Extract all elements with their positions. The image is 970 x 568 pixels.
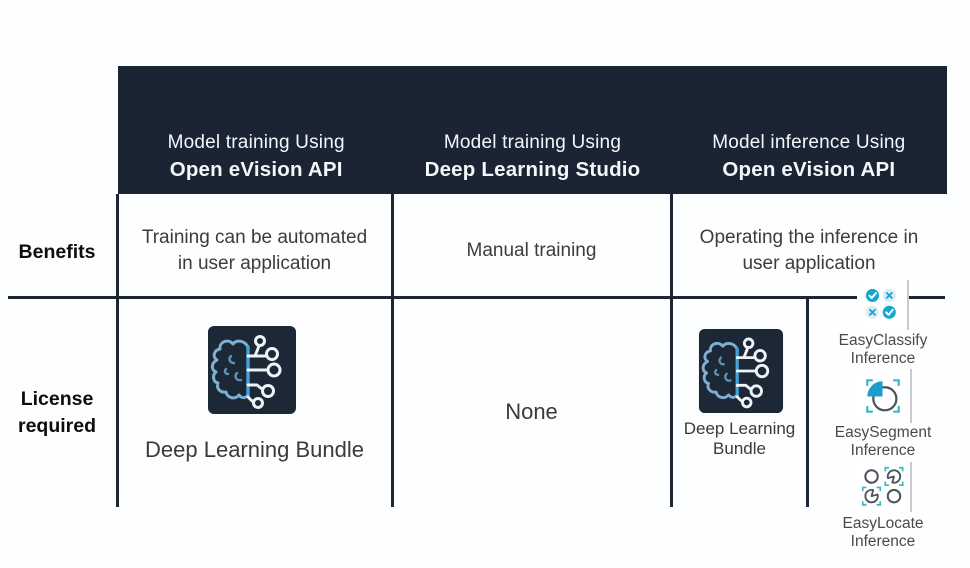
label-line: Deep Learning	[683, 419, 796, 438]
divider-vertical-col3-sub	[806, 299, 809, 507]
header-col-training-api: Model training Using Open eVision API	[118, 66, 394, 194]
deep-learning-bundle-icon-small	[698, 328, 784, 414]
license-label-none: None	[505, 399, 558, 424]
label-line: EasyLocate	[842, 515, 924, 532]
easylocate-icon	[856, 462, 912, 512]
label-line: Inference	[850, 533, 916, 550]
divider-vertical-col1-col2	[391, 194, 394, 507]
label-line: Inference	[850, 442, 916, 459]
benefit-text-line: user application	[742, 253, 876, 274]
header-text-bold: Open eVision API	[722, 158, 896, 181]
deep-learning-bundle-icon	[207, 325, 297, 415]
license-label-easysegment: EasySegment Inference	[808, 424, 958, 460]
header-col-training-studio: Model training Using Deep Learning Studi…	[394, 66, 670, 194]
benefit-text-line: Training can be automated	[141, 227, 368, 248]
label-line: EasySegment	[834, 424, 932, 441]
divider-vertical-left	[116, 194, 119, 507]
table-header-bar: Model training Using Open eVision API Mo…	[118, 66, 947, 194]
benefit-text-line: Operating the inference in	[699, 227, 919, 248]
license-label-easyclassify: EasyClassify Inference	[808, 332, 958, 368]
license-label-easylocate: EasyLocate Inference	[808, 515, 958, 551]
label-line: Bundle	[713, 438, 766, 458]
easysegment-icon	[856, 369, 912, 423]
row-label-line: License	[20, 388, 94, 410]
row-label-line: required	[17, 415, 97, 437]
benefit-cell-inference-api: Operating the inference in user applicat…	[673, 220, 945, 282]
easyclassify-icon	[857, 280, 909, 330]
benefit-text-line: Manual training	[466, 240, 597, 261]
divider-vertical-col2-col3	[670, 194, 673, 507]
header-text: Model training Using	[167, 132, 345, 153]
divider-horizontal-rows	[8, 296, 945, 299]
label-line: EasyClassify	[838, 332, 928, 349]
row-label-benefits: Benefits	[18, 241, 96, 263]
benefit-cell-training-studio: Manual training	[394, 220, 669, 282]
header-col-inference-api: Model inference Using Open eVision API	[671, 66, 947, 194]
header-text-bold: Open eVision API	[169, 158, 343, 181]
header-text-bold: Deep Learning Studio	[424, 158, 641, 181]
license-label-deep-learning-bundle-small: Deep Learning Bundle	[674, 419, 805, 458]
row-label-license-required: License required	[0, 386, 114, 440]
header-text: Model training Using	[443, 132, 622, 153]
label-line: Inference	[850, 350, 916, 367]
benefit-cell-training-api: Training can be automated in user applic…	[119, 220, 390, 282]
license-label-deep-learning-bundle: Deep Learning Bundle	[145, 437, 364, 462]
header-text: Model inference Using	[712, 132, 906, 153]
benefit-text-line: in user application	[177, 253, 332, 274]
